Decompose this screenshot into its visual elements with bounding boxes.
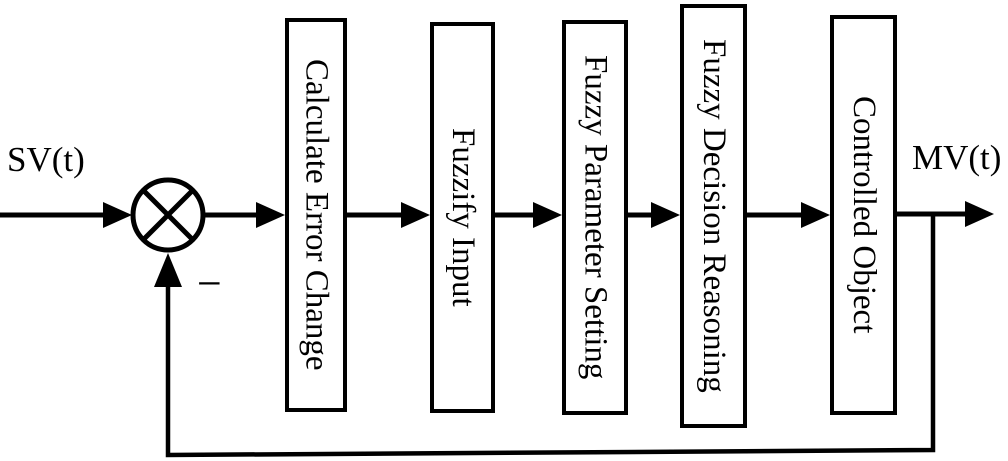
block-label: Fuzzy Decision Reasoning: [696, 39, 732, 393]
block-controlled-object: Controlled Object: [830, 15, 897, 415]
output-arrowhead-icon: [965, 201, 994, 227]
block-label: Controlled Object: [846, 96, 882, 334]
feedback-arrowhead-icon: [154, 253, 182, 287]
arrowhead-block1-icon: [256, 202, 285, 228]
block-calculate-error-change: Calculate Error Change: [285, 18, 347, 412]
input-arrowhead-icon: [103, 202, 132, 228]
block-fuzzy-parameter-setting: Fuzzy Parameter Setting: [562, 20, 628, 415]
arrowhead-block2-icon: [401, 202, 430, 228]
input-signal-label: SV(t): [7, 140, 85, 179]
arrowhead-block4-icon: [651, 202, 680, 228]
feedback-minus-sign: −: [197, 259, 222, 308]
block-fuzzy-decision-reasoning: Fuzzy Decision Reasoning: [680, 4, 747, 428]
feedback-path: [165, 214, 936, 458]
block-label: Fuzzify Input: [445, 128, 481, 307]
block-label: Fuzzy Parameter Setting: [577, 55, 614, 380]
block-label: Calculate Error Change: [298, 59, 335, 371]
block-fuzzify-input: Fuzzify Input: [430, 22, 495, 413]
summing-junction-cross-icon: [141, 188, 195, 242]
arrowhead-block3-icon: [533, 202, 562, 228]
arrowhead-block5-icon: [801, 202, 830, 228]
output-signal-label: MV(t): [912, 138, 1002, 177]
